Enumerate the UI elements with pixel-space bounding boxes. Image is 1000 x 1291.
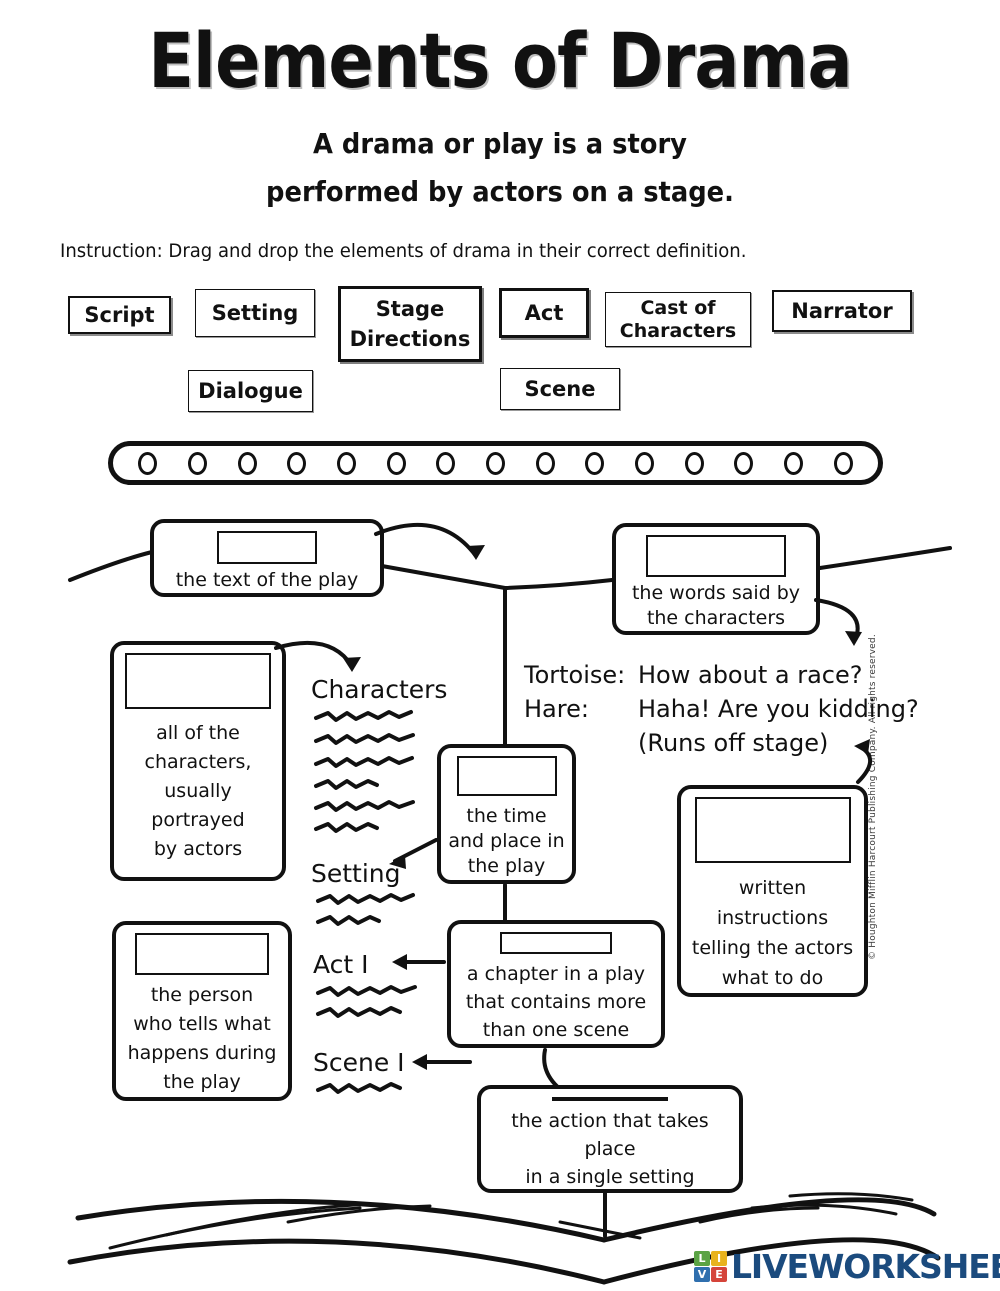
logo-wordmark: LIVEWORKSHEETS (731, 1247, 1000, 1286)
definition-card-script: the text of the play (150, 519, 384, 597)
binder-hole (634, 451, 654, 475)
binder-hole (287, 451, 307, 475)
binder-hole (485, 451, 505, 475)
binder-hole (833, 451, 853, 475)
word-tile-act[interactable]: Act (499, 288, 589, 338)
logo-tile-e: E (711, 1267, 727, 1282)
binder-hole (187, 451, 207, 475)
binder-hole (585, 451, 605, 475)
dialogue-sample: Tortoise: How about a race? Hare: Haha! … (524, 658, 919, 760)
subtitle-line-2: performed by actors on a stage. (266, 175, 734, 208)
binder-hole (535, 451, 555, 475)
definition-text-act: a chapter in a play that contains more t… (465, 963, 647, 1041)
arrow-head (412, 1054, 427, 1070)
drop-zone-narrator[interactable] (135, 933, 269, 975)
definition-text-setting: the time and place in the play (448, 805, 565, 877)
definition-card-dialogue: the words said by the characters (612, 523, 820, 635)
word-tile-stage-directions[interactable]: Stage Directions (338, 286, 482, 362)
definition-text-stage-directions: written instructions telling the actors … (691, 877, 854, 989)
drop-zone-stage-directions[interactable] (694, 797, 851, 863)
definition-card-stage-directions: written instructions telling the actors … (677, 785, 868, 997)
word-tile-cast-of-characters[interactable]: Cast of Characters (605, 292, 751, 347)
binder-hole (436, 451, 456, 475)
notebook-label-scene-1: Scene I (313, 1048, 405, 1077)
dialogue-line-2: Haha! Are you kidding? (638, 695, 919, 723)
word-tile-dialogue[interactable]: Dialogue (188, 370, 313, 412)
definition-card-scene: the action that takes place in a single … (477, 1085, 743, 1193)
arrow-head (467, 545, 485, 560)
page-title: Elements of Drama (148, 16, 852, 105)
definition-card-cast-of-characters: all of the characters, usually portrayed… (110, 641, 286, 881)
logo-tile-v: V (694, 1267, 710, 1282)
subtitle-line-1: A drama or play is a story (313, 127, 687, 160)
dialogue-line-3: (Runs off stage) (638, 729, 829, 757)
notebook-label-setting: Setting (311, 859, 401, 888)
binder-hole (684, 451, 704, 475)
drop-zone-cast-of-characters[interactable] (125, 653, 271, 709)
word-tile-setting[interactable]: Setting (195, 289, 315, 337)
definition-card-narrator: the person who tells what happens during… (112, 921, 292, 1101)
instruction-text: Instruction: Drag and drop the elements … (60, 240, 747, 262)
arrow-head (392, 954, 407, 970)
notebook-label-characters: Characters (311, 675, 448, 704)
definition-text-cast-of-characters: all of the characters, usually portrayed… (144, 722, 252, 860)
definition-text-script: the text of the play (175, 569, 359, 591)
binder-hole (336, 451, 356, 475)
page-subtitle: A drama or play is a story performed by … (40, 120, 960, 216)
logo-tile-i: I (711, 1251, 727, 1266)
drop-zone-act[interactable] (500, 932, 612, 954)
binder-hole (237, 451, 257, 475)
binder-hole (734, 451, 754, 475)
word-tile-script[interactable]: Script (68, 296, 171, 334)
binder-hole (783, 451, 803, 475)
definition-card-act: a chapter in a play that contains more t… (447, 920, 665, 1048)
word-tile-scene[interactable]: Scene (500, 368, 620, 410)
notebook-label-act-1: Act I (313, 950, 369, 979)
definition-card-setting: the time and place in the play (437, 744, 576, 884)
dialogue-speaker-1: Tortoise: (524, 661, 626, 689)
arrow-head (845, 631, 862, 646)
drop-zone-script[interactable] (217, 531, 317, 564)
binder-hole (386, 451, 406, 475)
arrow-head (343, 657, 361, 672)
dialogue-line-1: How about a race? (638, 661, 863, 689)
definition-text-narrator: the person who tells what happens during… (127, 984, 277, 1093)
drop-zone-setting[interactable] (456, 756, 557, 796)
logo-tile-l: L (694, 1251, 710, 1266)
binder-hole (138, 451, 158, 475)
definition-text-dialogue: the words said by the characters (631, 582, 801, 629)
drop-zone-scene[interactable] (552, 1097, 668, 1101)
drop-zone-dialogue[interactable] (646, 535, 786, 577)
dialogue-speaker-2: Hare: (524, 695, 589, 723)
liveworksheets-logo[interactable]: LIVE LIVEWORKSHEETS (694, 1247, 1000, 1286)
word-tile-narrator[interactable]: Narrator (772, 290, 912, 332)
binder-strip (108, 441, 883, 485)
definition-text-scene: the action that takes place in a single … (511, 1110, 709, 1188)
